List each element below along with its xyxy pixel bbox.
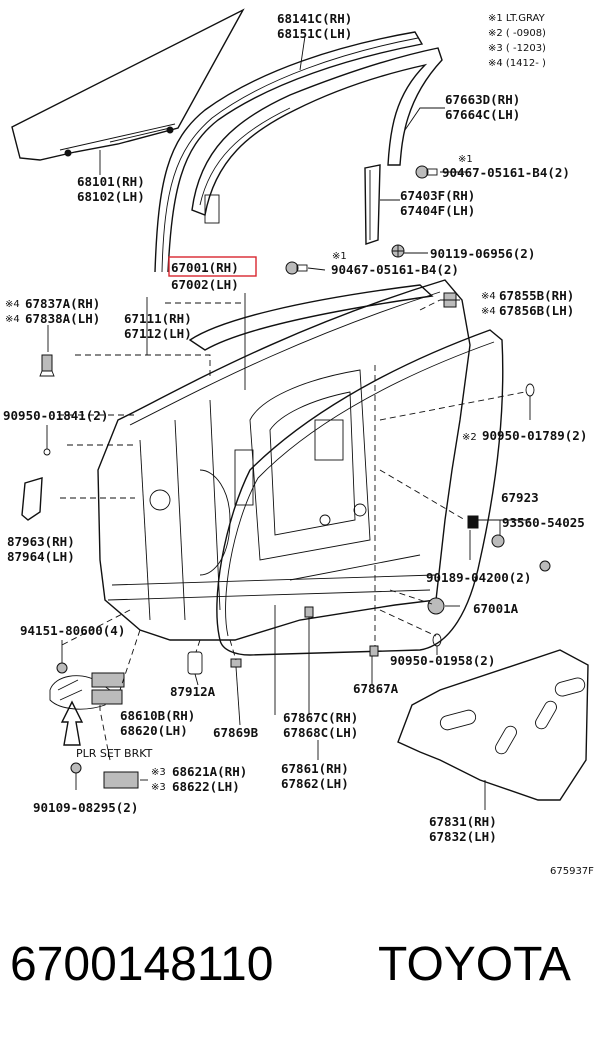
screw-90467-upper xyxy=(415,165,438,179)
label-plr-set-brkt: PLR SET BRKT xyxy=(76,747,153,760)
label-67832: 67832(LH) xyxy=(429,829,497,844)
service-hole-cover xyxy=(397,649,589,801)
label-67403f: 67403F(RH) xyxy=(400,188,475,203)
mark-4b: ※4 xyxy=(5,314,20,325)
mark-3b: ※3 xyxy=(151,782,166,793)
clip-67867c xyxy=(304,606,314,618)
label-68101: 68101(RH) xyxy=(77,174,145,189)
label-68622: 68622(LH) xyxy=(172,779,240,794)
label-67867a: 67867A xyxy=(353,681,399,696)
label-87912a: 87912A xyxy=(170,684,216,699)
label-67856b: 67856B(LH) xyxy=(499,303,574,318)
note-3: ※3 ( -1203) xyxy=(488,43,546,54)
label-87963: 87963(RH) xyxy=(7,534,75,549)
mark-1b: ※1 xyxy=(332,251,347,262)
label-67837a: 67837A(RH) xyxy=(25,296,100,311)
mark-4a: ※4 xyxy=(5,299,20,310)
label-93560: 93560-54025 xyxy=(502,515,585,530)
screw-90467-lower xyxy=(285,261,308,275)
door-frame-moulding xyxy=(191,47,443,224)
label-67831: 67831(RH) xyxy=(429,814,497,829)
label-90950-01841: 90950-01841(2) xyxy=(3,408,108,423)
label-67855b: 67855B(RH) xyxy=(499,288,574,303)
mark-2: ※2 xyxy=(462,432,477,443)
label-67002-lh: 67002(LH) xyxy=(171,277,239,292)
part-labels: 68141C(RH) 68151C(LH) 67663D(RH) 67664C(… xyxy=(3,11,594,877)
label-90189: 90189-04200(2) xyxy=(426,570,531,585)
clip-67867a xyxy=(369,645,379,657)
label-90467-upper: 90467-05161-B4(2) xyxy=(442,165,570,180)
caption-brand: TOYOTA xyxy=(378,938,571,991)
label-68151c: 68151C(LH) xyxy=(277,26,352,41)
bolt-90119 xyxy=(391,244,405,258)
label-67868c: 67868C(LH) xyxy=(283,725,358,740)
label-87964: 87964(LH) xyxy=(7,549,75,564)
note-1: ※1 LT.GRAY xyxy=(488,13,546,24)
note-4: ※4 (1412- ) xyxy=(488,58,546,69)
clip-67837a xyxy=(39,354,55,377)
mark-3a: ※3 xyxy=(151,767,166,778)
note-2: ※2 ( -0908) xyxy=(488,28,546,39)
door-weatherstrip xyxy=(216,329,504,656)
figure-code: 675937F xyxy=(550,866,594,877)
door-check-bolts xyxy=(427,515,551,615)
mark-4d: ※4 xyxy=(481,306,496,317)
triangle-cover xyxy=(21,477,43,521)
plug-90950-right xyxy=(525,383,535,397)
mark-1a: ※1 xyxy=(458,154,473,165)
leader-lines xyxy=(46,35,531,810)
pad-87912a xyxy=(187,651,203,675)
label-90109: 90109-08295(2) xyxy=(33,800,138,815)
label-67111: 67111(RH) xyxy=(124,311,192,326)
caption-bar: 6700148110 TOYOTA xyxy=(0,920,600,1010)
label-67862: 67862(LH) xyxy=(281,776,349,791)
label-68620: 68620(LH) xyxy=(120,723,188,738)
glass-run-channel xyxy=(154,31,424,273)
notes-legend: ※1 LT.GRAY ※2 ( -0908) ※3 ( -1203) ※4 (1… xyxy=(488,13,546,69)
label-67664c: 67664C(LH) xyxy=(445,107,520,122)
hinge-68621a xyxy=(103,771,139,789)
mark-4c: ※4 xyxy=(481,291,496,302)
label-67001-rh: 67001(RH) xyxy=(171,260,239,275)
label-90950-01958: 90950-01958(2) xyxy=(390,653,495,668)
label-68141c: 68141C(RH) xyxy=(277,11,352,26)
highlight-box xyxy=(168,256,257,277)
assembly-dash-lines xyxy=(58,299,526,761)
label-67838a: 67838A(LH) xyxy=(25,311,100,326)
plug-90950-left xyxy=(43,448,51,456)
label-67663d: 67663D(RH) xyxy=(445,92,520,107)
plr-arrow xyxy=(60,700,84,746)
label-68610b: 68610B(RH) xyxy=(120,708,195,723)
door-glass xyxy=(11,8,245,161)
clip-67855b xyxy=(440,292,460,308)
exploded-parts-diagram: ※1 LT.GRAY ※2 ( -0908) ※3 ( -1203) ※4 (1… xyxy=(3,8,594,877)
label-67001a: 67001A xyxy=(473,601,519,616)
caption-part-number: 6700148110 xyxy=(10,938,274,991)
label-68621a: 68621A(RH) xyxy=(172,764,247,779)
front-door-panel xyxy=(97,279,471,641)
clip-67869b xyxy=(230,658,242,668)
label-67923: 67923 xyxy=(501,490,539,505)
label-68102: 68102(LH) xyxy=(77,189,145,204)
rear-run-channel xyxy=(364,164,381,245)
front-door-seal xyxy=(188,284,434,351)
label-94151: 94151-80600(4) xyxy=(20,623,125,638)
label-67867c: 67867C(RH) xyxy=(283,710,358,725)
label-90119: 90119-06956(2) xyxy=(430,246,535,261)
label-90467-lower: 90467-05161-B4(2) xyxy=(331,262,459,277)
label-67112: 67112(LH) xyxy=(124,326,192,341)
label-67869b: 67869B xyxy=(213,725,259,740)
label-67861: 67861(RH) xyxy=(281,761,349,776)
label-90950-01789: 90950-01789(2) xyxy=(482,428,587,443)
label-67404f: 67404F(LH) xyxy=(400,203,475,218)
